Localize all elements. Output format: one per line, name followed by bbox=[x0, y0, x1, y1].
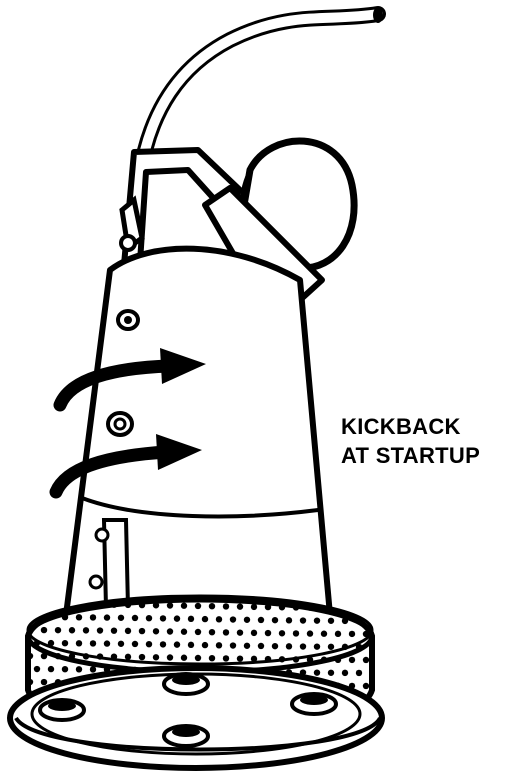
pump-foot bbox=[40, 700, 84, 720]
pump-foot bbox=[164, 674, 208, 694]
pump-foot bbox=[292, 694, 336, 714]
body-bolt-upper bbox=[118, 311, 138, 329]
pump-foot bbox=[164, 726, 208, 746]
annotation-line-2: AT STARTUP bbox=[341, 441, 480, 470]
body-bolt-middle bbox=[108, 413, 132, 435]
kickback-annotation: KICKBACK AT STARTUP bbox=[341, 412, 480, 470]
pump-body bbox=[66, 249, 330, 615]
annotation-line-1: KICKBACK bbox=[341, 412, 480, 441]
